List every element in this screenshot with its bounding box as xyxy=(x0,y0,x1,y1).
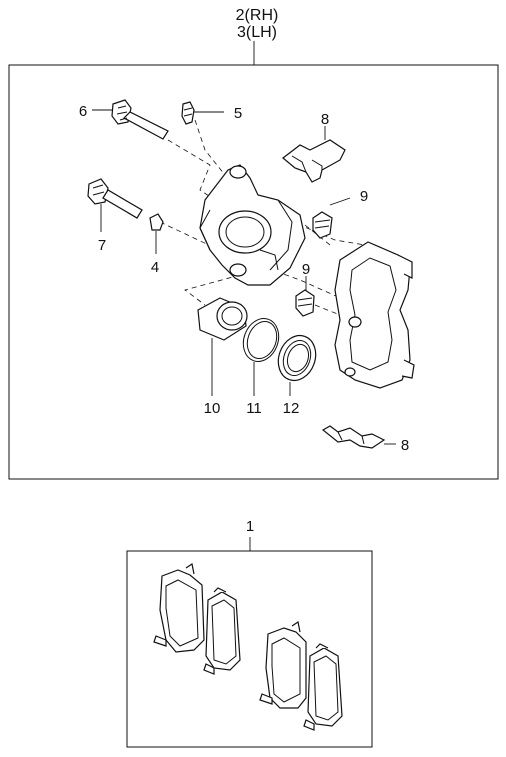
brake-pad-outer-icon xyxy=(259,621,307,709)
pad-retainer-clip-icon xyxy=(321,425,386,449)
callout-1: 1 xyxy=(246,518,254,535)
pin-boot-icon xyxy=(312,211,333,239)
leader-9-top xyxy=(329,197,351,206)
assembly-guide-lines xyxy=(159,119,366,316)
brake-pad-inner-icon xyxy=(203,587,241,675)
guide-pin-bolt-icon xyxy=(87,178,143,219)
callout-4: 4 xyxy=(151,259,159,276)
brake-pad-outer-icon xyxy=(153,563,205,653)
brake-pad-inner-icon xyxy=(303,643,343,731)
piston-dust-boot-icon xyxy=(277,334,317,382)
caliper-assembly-frame xyxy=(8,64,499,480)
caliper-piston-icon xyxy=(197,297,248,341)
bleeder-screw-icon xyxy=(181,101,195,125)
callout-12: 12 xyxy=(283,400,300,417)
callout-9-bottom: 9 xyxy=(302,261,310,278)
callout-8-bottom: 8 xyxy=(401,437,409,454)
callout-6: 6 xyxy=(79,103,87,120)
callout-5: 5 xyxy=(234,105,242,122)
pad-set-frame xyxy=(126,550,373,748)
caliper-carrier-bracket-icon xyxy=(334,241,415,389)
callout-8-top: 8 xyxy=(321,111,329,128)
piston-seal-ring-icon xyxy=(242,318,280,362)
assembly-label-rh: 2(RH) xyxy=(236,7,279,24)
callout-10: 10 xyxy=(204,400,221,417)
bolt-cap-icon xyxy=(149,213,164,231)
guide-pin-bolt-icon xyxy=(111,99,169,140)
pad-retainer-clip-icon xyxy=(282,139,346,183)
brake-caliper-housing-icon xyxy=(199,164,306,286)
callout-9-top: 9 xyxy=(360,188,368,205)
callout-11: 11 xyxy=(246,400,262,417)
callout-7: 7 xyxy=(98,237,106,254)
assembly-label-lh: 3(LH) xyxy=(237,24,277,41)
brake-pad-set-icon xyxy=(153,563,343,731)
pin-boot-icon xyxy=(295,289,315,317)
